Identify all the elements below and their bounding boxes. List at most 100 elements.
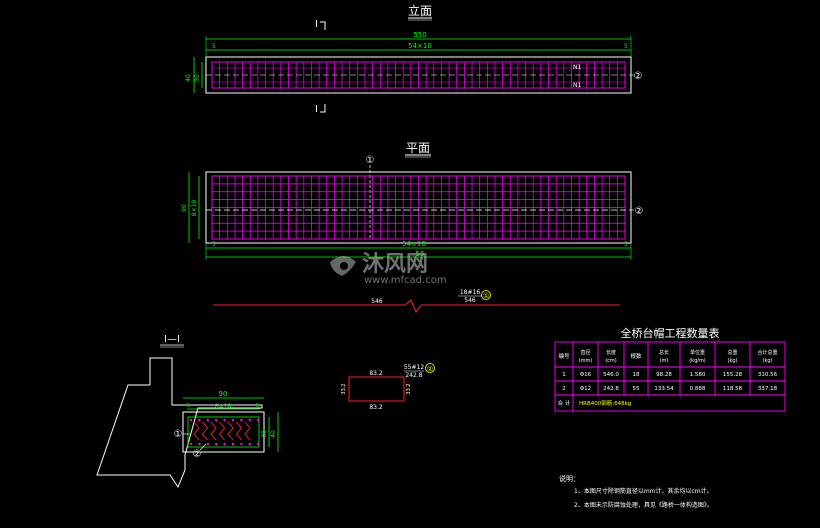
section-mark-top: I	[315, 19, 318, 30]
section-rebar-dot	[248, 418, 251, 422]
table-header-unit: (kg)	[763, 358, 773, 364]
plan-dim-bottom-spacing: 54×10	[402, 240, 426, 248]
bar-1-length-top: 546	[464, 297, 476, 304]
notes-heading: 说明：	[559, 474, 580, 483]
elevation-height-inner: 30	[194, 74, 201, 82]
section-rebar-chevron	[218, 421, 226, 441]
table-header-unit: (mm)	[579, 358, 593, 364]
table-header-unit: (m)	[660, 358, 669, 364]
table-header-cell: 单位重	[690, 349, 705, 356]
section-mark-bottom: I	[315, 104, 318, 115]
section-title: I—I	[164, 334, 180, 345]
elevation-callout: ②	[634, 71, 643, 82]
watermark: 沐风网 www.mfcad.com	[330, 252, 447, 286]
table-header-cell: 根数	[630, 352, 642, 360]
section-rebar-chevron	[210, 421, 217, 441]
section-rebar-chevron	[193, 421, 200, 441]
section-rebar-dot	[231, 418, 235, 422]
table-cell: 133.54	[654, 386, 674, 392]
elevation-end-right: 5	[624, 43, 628, 50]
plan-end-right: 5	[624, 241, 628, 248]
table-header-cell: 合计总重	[757, 349, 777, 356]
section-rebar-dot	[189, 418, 193, 422]
table-header-cell: 总长	[659, 349, 669, 356]
table-header-cell: 直径	[580, 349, 590, 356]
section-rebar-dot	[206, 418, 209, 422]
elevation-title: 立面	[408, 3, 432, 18]
watermark-url: www.mfcad.com	[364, 275, 447, 286]
section-rebar-dot	[231, 442, 235, 446]
elevation-height-outer: 40	[185, 74, 192, 82]
table-cell: 546.0	[603, 372, 619, 378]
section-dim-h1: 30	[261, 430, 268, 438]
section-dim-h2: 40	[270, 430, 277, 438]
table-total-label: 合 计	[558, 399, 571, 407]
section-rebar-dot	[189, 442, 193, 446]
elevation-end-left: 5	[212, 43, 216, 50]
table-header-unit: (cm)	[605, 358, 617, 364]
table-total-value: HRB400钢筋:648kg	[579, 399, 631, 407]
notes-item-2: 2、本图未示防腐蚀处理，具见《路桥一体构造图》。	[574, 501, 713, 509]
plan-callout-right: ②	[635, 206, 644, 217]
plan-beam-outline	[205, 171, 632, 244]
section-rebar-dot	[215, 442, 218, 446]
section-rebar-dot	[240, 442, 243, 446]
section-rebar-dot	[223, 442, 226, 446]
elevation-view: 立面 I I 550 54×10 5 5 40 30 N1 N1 ②	[185, 3, 642, 115]
table-cell: 118.58	[723, 386, 743, 392]
table-cell: Φ16	[580, 372, 592, 378]
section-rebar-chevron	[244, 421, 251, 441]
table-header-unit: (kg/m)	[689, 358, 706, 364]
table-border	[554, 341, 786, 412]
bar-shape-1: 546 18#16 546 ①	[213, 289, 620, 314]
table-cell: Φ12	[580, 386, 591, 392]
plan-dim-bottom-total: 55	[416, 250, 425, 258]
plan-end-left: 5	[212, 241, 216, 248]
plan-view: 平面 ① 90 8×10 ② 5 5 54×10 55	[181, 141, 643, 260]
section-end-dim-0: 5	[187, 403, 190, 409]
bar-2-mid-len: 242.8	[405, 372, 422, 379]
section-rebar-dot	[198, 418, 201, 422]
bar-1-callout: ①	[483, 292, 489, 300]
section-view: I—I 90 8×10 5 5 30 40 ① ②	[96, 334, 279, 489]
table-cell: 18	[633, 372, 640, 378]
section-rebar-dot	[257, 442, 260, 446]
table-cell: 1.580	[690, 372, 706, 378]
section-rebar-dot	[198, 442, 201, 446]
section-rebar-chevron	[227, 421, 234, 441]
section-rebar-dot	[240, 418, 243, 422]
elevation-dim-spacing: 54×10	[408, 42, 432, 50]
section-rebar-dot	[223, 418, 226, 422]
section-end-dim-1: 5	[256, 403, 259, 409]
watermark-brand: 沐风网	[362, 252, 428, 277]
table-cell: 55	[633, 386, 640, 392]
table-cell: 337.18	[758, 386, 778, 392]
elevation-dim-total: 550	[413, 31, 426, 39]
notes-item-1: 1、本图尺寸除钢筋直径以mm计，其余均以cm计。	[574, 487, 713, 495]
bar-1-label: 18#16	[460, 289, 480, 296]
section-callout-1: ①	[174, 429, 183, 440]
section-rebar-dot	[257, 418, 260, 422]
bar-2-bottom-len: 83.2	[369, 404, 383, 411]
table-cell: 242.8	[603, 386, 619, 392]
table-header-cell: 总重	[727, 349, 737, 356]
table-cell: 1	[562, 372, 566, 378]
table-title: 全桥台帽工程数量表	[621, 326, 720, 340]
watermark-logo-icon	[330, 256, 356, 276]
plan-dim-height-spacing: 8×10	[191, 200, 198, 217]
notes: 说明： 1、本图尺寸除钢筋直径以mm计，其余均以cm计。 2、本图未示防腐蚀处理…	[559, 474, 713, 509]
table-cell: 310.56	[758, 372, 778, 378]
table-cell: 155.28	[723, 372, 743, 378]
section-dim-spacing: 8×10	[215, 403, 232, 410]
table-header-cell: 长度	[606, 349, 616, 356]
section-rebar-chevron	[201, 421, 209, 441]
plan-title: 平面	[406, 141, 430, 155]
bar-shape-2: 83.2 55#12 242.8 ② 83.2 33.2 33.2	[341, 363, 435, 411]
plan-dim-height: 90	[181, 204, 188, 212]
plan-callout-top: ①	[366, 155, 375, 166]
bar-2-left-h: 33.2	[341, 383, 347, 394]
table-header-unit: (kg)	[728, 358, 738, 364]
section-callout-2: ②	[193, 449, 202, 460]
quantity-table: 全桥台帽工程数量表 编号直径(mm)长度(cm)根数总长(m)单位重(kg/m)…	[554, 326, 786, 412]
